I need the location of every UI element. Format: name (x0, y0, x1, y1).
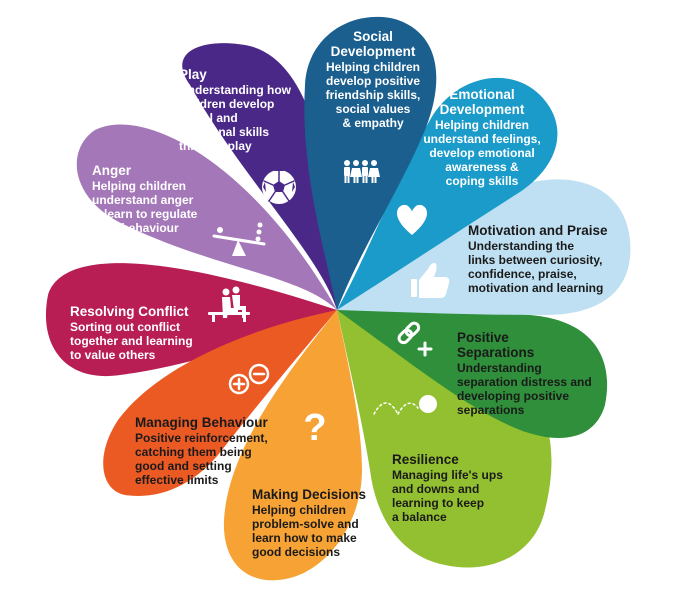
petal-description: friendship skills, (326, 88, 421, 102)
petal-description: separations (457, 403, 525, 417)
petal-description: a balance (392, 510, 447, 524)
plus-minus-icon (228, 363, 270, 395)
icons: ? (208, 160, 450, 449)
petal-description: understand anger (92, 193, 194, 207)
petal-social (304, 16, 437, 311)
petal-resilience (337, 310, 552, 568)
petal-managing (103, 310, 337, 496)
petal-description: links between curiosity, (468, 253, 602, 267)
petal-title: Play (179, 67, 207, 82)
petal-description: Managing life's ups (392, 468, 503, 482)
petal-title: Resolving Conflict (70, 304, 189, 319)
petal-description: & empathy (342, 116, 404, 130)
petal-decisions (223, 310, 362, 581)
petal-description: social and (179, 111, 238, 125)
football-icon (262, 168, 296, 204)
petal-description: Helping children (252, 503, 346, 517)
petal-title: Social (353, 29, 393, 44)
petal-description: to value others (70, 348, 156, 362)
petal-description: together and learning (70, 334, 193, 348)
petal-description: developing positive (457, 389, 569, 403)
petal-description: Helping children (435, 118, 529, 132)
petal-motivation (337, 179, 631, 315)
link-plus-icon (397, 321, 433, 357)
petal-description: awareness & (445, 160, 519, 174)
petals (45, 16, 631, 581)
petal-anger (76, 124, 337, 310)
petal-conflict (45, 263, 337, 377)
petal-description: through play (179, 139, 252, 153)
petal-description: learning to keep (392, 496, 484, 510)
people-icon (344, 160, 380, 183)
seesaw-icon (212, 222, 266, 256)
petal-description: develop positive (326, 74, 420, 88)
petal-separations (337, 305, 608, 438)
petal-description: Understanding how (179, 83, 292, 97)
petal-description: children develop (179, 97, 274, 111)
petal-title: Managing Behaviour (135, 415, 269, 430)
petal-description: Sorting out conflict (70, 320, 180, 334)
petal-title: Emotional (449, 87, 514, 102)
petal-description: Helping children (92, 179, 186, 193)
petal-description: Understanding (457, 361, 542, 375)
petal-title: Development (331, 44, 416, 59)
petal-description: Understanding the (468, 239, 574, 253)
petal-description: Positive reinforcement, (135, 431, 268, 445)
petal-description: catching them being (135, 445, 252, 459)
bouncing-ball-icon (373, 395, 437, 415)
petal-emotional (337, 77, 558, 310)
petal-description: and downs and (392, 482, 479, 496)
petal-description: separation distress and (457, 375, 592, 389)
petal-description: & learn to regulate (92, 207, 198, 221)
petal-title: Anger (92, 163, 132, 178)
petal-description: problem-solve and (252, 517, 359, 531)
petal-description: emotional skills (179, 125, 269, 139)
petal-description: learn how to make (252, 531, 357, 545)
petal-description: effective limits (135, 473, 219, 487)
petal-play (182, 43, 337, 311)
petal-title: Positive (457, 330, 509, 345)
petal-description: understand feelings, (423, 132, 540, 146)
petal-description: develop emotional (429, 146, 534, 160)
petal-description: good and setting (135, 459, 232, 473)
petal-title: Separations (457, 345, 534, 360)
heart-icon (397, 204, 427, 235)
petal-title: Development (440, 102, 525, 117)
petal-title: Resilience (392, 452, 459, 467)
petal-description: confidence, praise, (468, 267, 577, 281)
petal-description: social values (336, 102, 411, 116)
petal-title: Making Decisions (252, 487, 366, 502)
two-people-sitting-icon (208, 286, 250, 322)
question-mark-icon: ? (303, 407, 326, 449)
petal-label-separations: PositiveSeparationsUnderstandingseparati… (457, 330, 592, 417)
petal-title: Motivation and Praise (468, 223, 608, 238)
petal-description: motivation and learning (468, 281, 603, 295)
petal-description: Helping children (326, 60, 420, 74)
petal-description: coping skills (446, 174, 519, 188)
petal-description: good decisions (252, 545, 340, 559)
petal-description: their behaviour (92, 221, 179, 235)
thumbs-up-icon (411, 263, 450, 298)
